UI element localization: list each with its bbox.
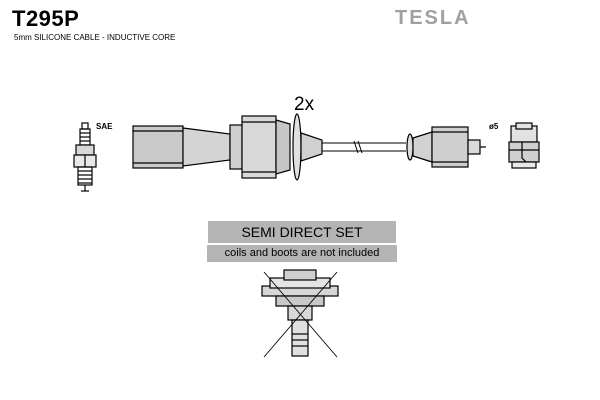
terminal-icon <box>508 122 540 169</box>
spark-plug-icon <box>73 122 97 192</box>
set-type-banner: SEMI DIRECT SET <box>208 221 396 243</box>
set-note-banner: coils and boots are not included <box>207 245 397 262</box>
quantity-label: 2x <box>294 94 315 115</box>
plug-boot-icon <box>132 113 323 181</box>
ignition-coil-icon <box>261 269 339 358</box>
product-code: T295P <box>12 6 80 31</box>
spark-plug-standard-label: SAE <box>96 122 113 131</box>
product-description: 5mm SILICONE CABLE - INDUCTIVE CORE <box>14 33 176 42</box>
brand-logo: TESLA <box>395 7 471 29</box>
ignition-cable <box>322 140 406 154</box>
terminal-diameter-label: ø5 <box>489 122 499 131</box>
coil-connector-icon <box>406 126 486 168</box>
